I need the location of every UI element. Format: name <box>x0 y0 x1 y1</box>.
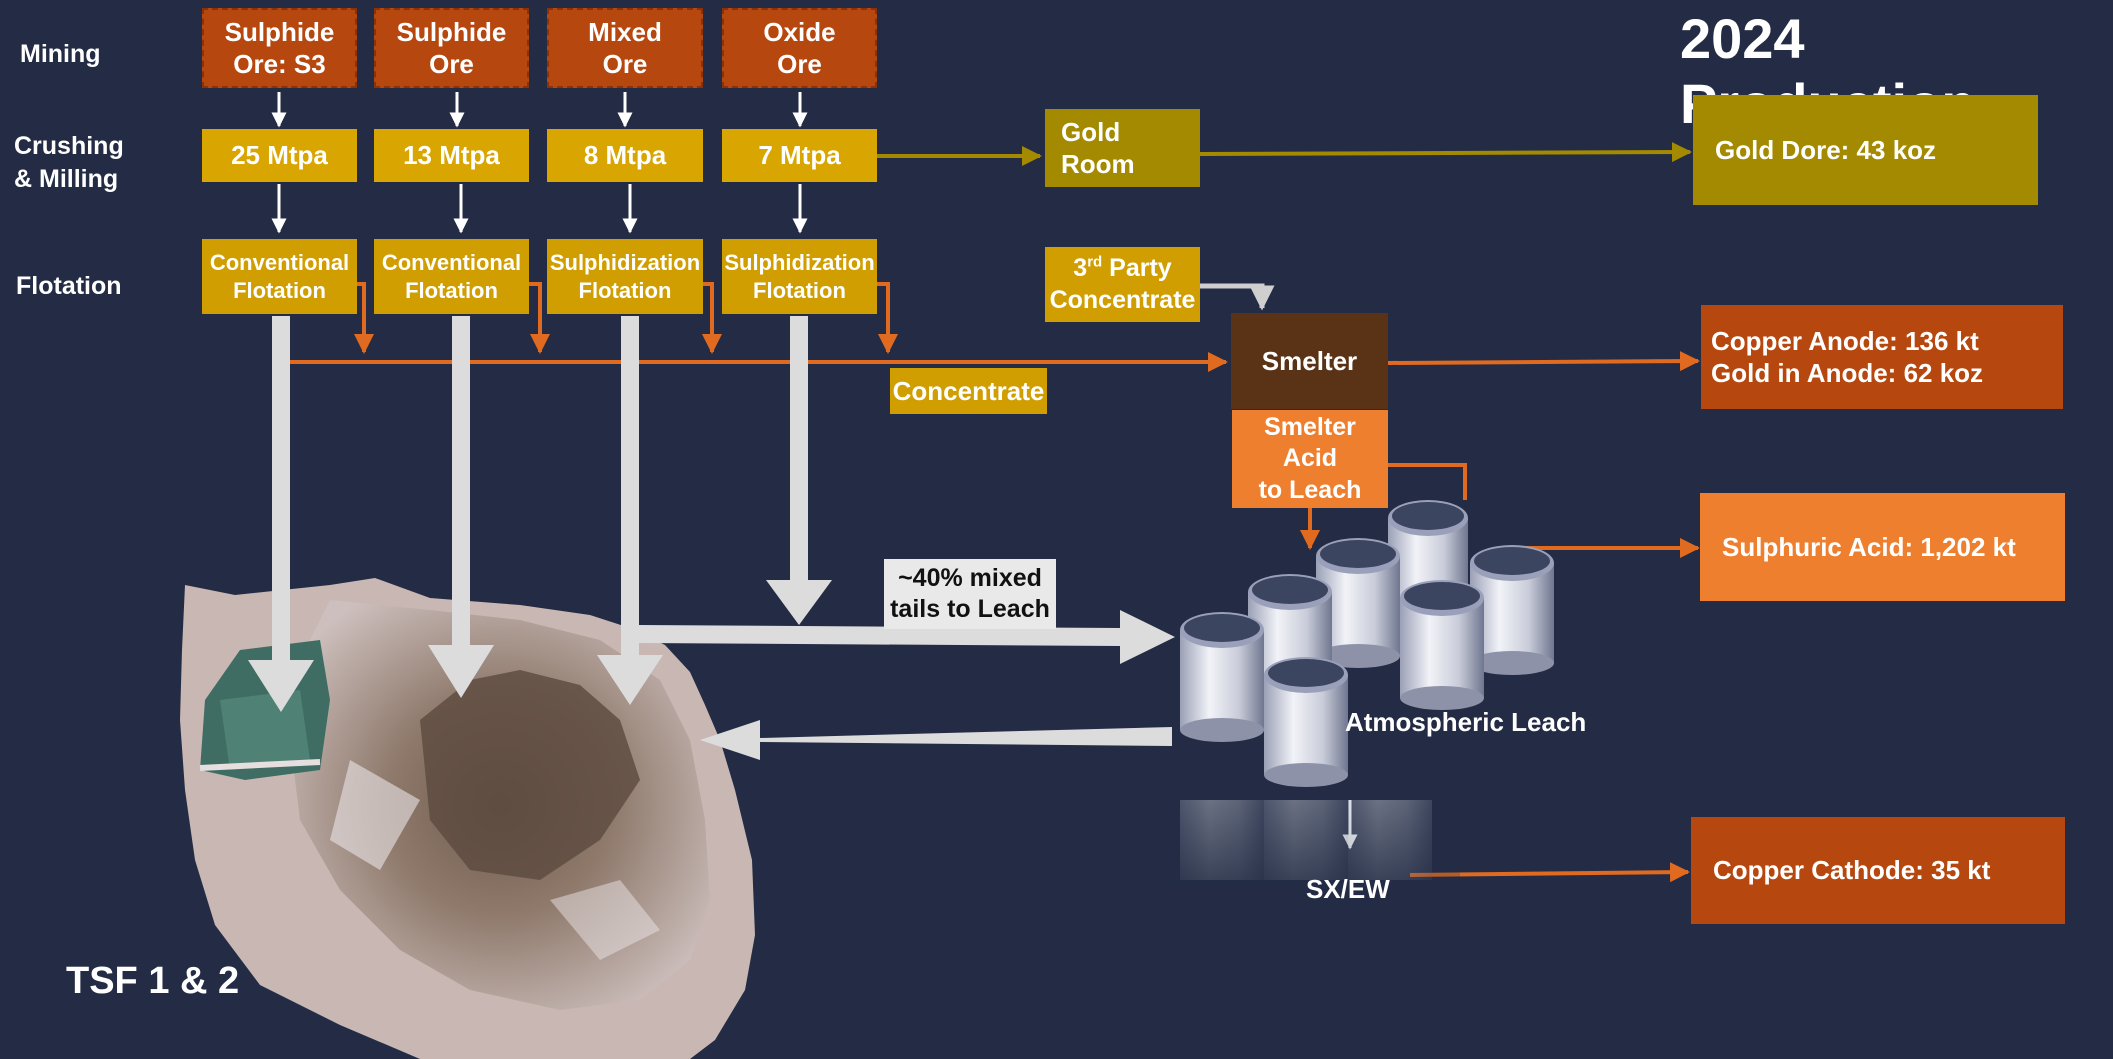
row-label-flotation: Flotation <box>16 272 122 300</box>
ore-label-line2: Ore <box>777 49 822 79</box>
throughput-box-3: 8 Mtpa <box>547 129 703 182</box>
smelter-box: Smelter <box>1231 313 1388 409</box>
sxew-label: SX/EW <box>1306 874 1390 904</box>
flotation-label-line2: Flotation <box>233 277 326 303</box>
copper-anode-value: Copper Anode: 136 kt <box>1711 325 1979 356</box>
ore-label-line1: Sulphide <box>224 16 335 47</box>
smelter-acid-line2: Acid <box>1282 444 1338 473</box>
mixed-tails-line1: ~40% mixed <box>898 563 1042 592</box>
gold-in-anode-value: Gold in Anode: 62 koz <box>1711 358 1984 388</box>
ore-label-line1: Mixed <box>588 16 662 47</box>
gold-room-line1: Gold <box>1061 116 1121 147</box>
gold-room-line2: Room <box>1061 149 1135 179</box>
third-party-ordinal: rd <box>1087 253 1103 271</box>
flotation-label-line2: Flotation <box>405 277 498 303</box>
output-gold-dore: Gold Dore: 43 koz <box>1693 95 2038 205</box>
ore-label-line2: Ore <box>429 49 474 79</box>
row-label-crushing: Crushing & Milling <box>14 132 124 193</box>
smelter-acid-line3: to Leach <box>1258 475 1362 504</box>
mixed-tails-line2: tails to Leach <box>890 595 1050 623</box>
third-party-word: Party <box>1102 254 1172 283</box>
third-party-concentrate-box: 3rd Party Concentrate <box>1045 247 1200 322</box>
leach-tanks <box>1160 500 1554 890</box>
flotation-label-line1: Sulphidization <box>549 250 701 275</box>
ore-label-line2: Ore: S3 <box>233 49 326 79</box>
throughput-box-2: 13 Mtpa <box>374 129 529 182</box>
third-party-arrow <box>1200 283 1275 311</box>
gold-flow-lines <box>876 142 1692 166</box>
smelter-acid-line1: Smelter <box>1264 413 1356 442</box>
output-sulphuric-acid: Sulphuric Acid: 1,202 kt <box>1700 493 2065 601</box>
throughput-box-4: 7 Mtpa <box>722 129 877 182</box>
output-copper-cathode: Copper Cathode: 35 kt <box>1691 817 2065 924</box>
throughput-box-1: 25 Mtpa <box>202 129 357 182</box>
mixed-tails-label: ~40% mixed tails to Leach <box>884 559 1056 629</box>
ore-label-line2: Ore <box>602 49 648 79</box>
row-label-mining: Mining <box>20 40 101 68</box>
flotation-label-line2: Flotation <box>753 277 846 303</box>
tsf-image <box>180 578 755 1059</box>
ore-label-line1: Sulphide <box>396 16 507 47</box>
flotation-label-line1: Sulphidization <box>724 250 875 275</box>
concentrate-box: Concentrate <box>890 368 1047 414</box>
third-party-line1: 3rd Party <box>1050 253 1196 284</box>
ore-label-line1: Oxide <box>763 16 836 47</box>
tailings-arrows <box>248 316 1175 760</box>
flotation-label-line1: Conventional <box>381 250 522 275</box>
flotation-label-line2: Flotation <box>578 277 672 303</box>
third-party-line2: Concentrate <box>1049 285 1196 314</box>
third-party-number: 3 <box>1073 254 1088 283</box>
atmospheric-leach-label: Atmospheric Leach <box>1345 707 1587 737</box>
flotation-label-line1: Conventional <box>209 250 350 275</box>
tsf-label: TSF 1 & 2 <box>66 960 240 1002</box>
